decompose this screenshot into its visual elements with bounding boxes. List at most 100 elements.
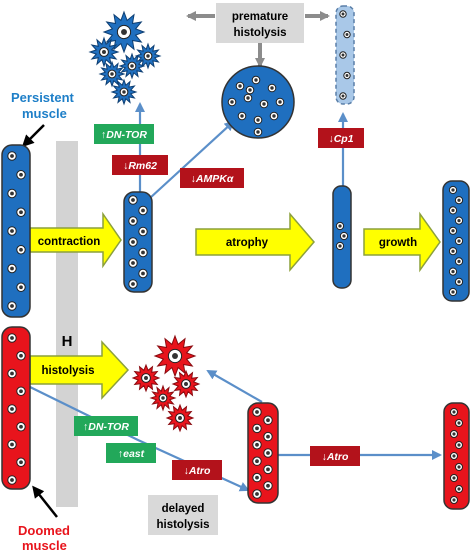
nucleus-core <box>10 154 14 158</box>
nucleus-core <box>256 130 260 134</box>
nucleus-core <box>345 74 349 77</box>
nucleus-core <box>451 229 455 233</box>
nucleus-core <box>255 492 259 496</box>
blue-histolysed-fragments <box>88 10 162 106</box>
nucleus-core <box>10 478 14 482</box>
nucleus-core <box>141 229 145 234</box>
nucleus-core <box>341 12 345 16</box>
growth-label: growth <box>379 237 417 249</box>
nucleus-core <box>342 234 346 238</box>
nucleus-core <box>255 442 259 447</box>
nucleus-core <box>255 410 259 414</box>
doomed-muscle-line-1: Doomed <box>18 523 70 538</box>
nucleus-core <box>19 424 23 429</box>
nucleus-core <box>457 218 461 223</box>
red-fiber-right-nuclei <box>450 408 463 504</box>
pale-fiber-nuclei <box>339 10 351 100</box>
doomed-muscle-line-2: muscle <box>22 538 67 552</box>
delayed-line-1: delayed <box>162 503 205 515</box>
premature-line-2: histolysis <box>233 27 286 39</box>
nucleus-core <box>457 443 461 447</box>
nucleus-core <box>10 191 14 196</box>
pointer-persistent <box>21 124 45 148</box>
nucleus-core <box>341 94 345 98</box>
contracted-fiber-nuclei <box>128 195 148 289</box>
badge-atro-2: ↓Atro <box>322 451 349 463</box>
nucleus-core <box>256 118 260 122</box>
nucleus-core <box>266 418 270 423</box>
delayed-histolysis-box: delayed histolysis <box>148 495 218 535</box>
premature-histolysis-bg <box>216 3 304 43</box>
nucleus-core <box>131 219 135 223</box>
nucleus-core <box>457 487 461 491</box>
arrow-red-fiber-to-stars <box>206 370 263 403</box>
nucleus-core <box>254 78 258 82</box>
nucleus-core <box>141 208 145 213</box>
nucleus-core <box>451 188 455 192</box>
nucleus-core <box>144 376 148 380</box>
nucleus-core <box>131 198 135 202</box>
nucleus-core <box>278 100 282 104</box>
badge-dn-tor-bottom: ↑DN-TOR <box>83 421 129 433</box>
nucleus-core <box>238 84 242 88</box>
nucleus-core <box>338 244 342 248</box>
nucleus-core <box>131 261 135 265</box>
badge-dn-tor-bottom-bg <box>74 416 138 436</box>
persistent-muscle-line-2: muscle <box>22 106 67 121</box>
nucleus-core <box>452 476 456 480</box>
badge-rm62: ↓Rm62 <box>123 160 157 172</box>
big-arrows: contraction atrophy growth histolysis <box>29 211 441 400</box>
contraction-label: contraction <box>38 236 101 248</box>
nucleus-core <box>19 247 23 252</box>
nucleus-core <box>10 266 14 271</box>
badge-cp1-bg <box>318 128 364 148</box>
badge-atro-1: ↓Atro <box>184 465 211 477</box>
nucleus-core <box>102 50 106 54</box>
badge-atro-2-bg <box>310 446 360 466</box>
red-histolysed-fragments <box>131 334 201 433</box>
badge-ampk-bg <box>180 168 244 188</box>
badge-cp1: ↓Cp1 <box>328 133 353 145</box>
nucleus-core <box>451 208 455 213</box>
round-fiber-nuclei <box>227 75 285 137</box>
nucleus-core <box>452 410 456 414</box>
nucleus-core <box>19 460 23 465</box>
doomed-fiber-nuclei <box>7 333 26 485</box>
nucleus-core <box>10 442 14 447</box>
nucleus-core <box>266 483 270 488</box>
badge-east-bg <box>106 443 156 463</box>
nucleus-core <box>19 172 23 177</box>
contracted-fiber <box>123 191 153 293</box>
nucleus-core <box>110 72 114 76</box>
persistent-muscle-line-1: Persistent <box>11 90 75 105</box>
nucleus-core <box>10 304 14 308</box>
nucleus-core <box>255 426 259 431</box>
nucleus-core <box>178 416 182 420</box>
grown-fiber-nuclei <box>448 185 464 297</box>
nucleus-core <box>230 100 234 104</box>
nucleus-core <box>131 282 135 286</box>
he-letter-h: H <box>62 333 73 350</box>
nucleus-core <box>457 465 461 469</box>
red-fiber-middle <box>247 402 279 504</box>
atrophy-label: atrophy <box>226 237 269 249</box>
nucleus-core <box>270 86 274 90</box>
nucleus-core <box>19 285 23 290</box>
nucleus-core <box>10 229 14 233</box>
fibers <box>1 5 470 510</box>
growth-arrow: growth <box>363 211 441 273</box>
badge-rm62-bg <box>112 155 168 175</box>
nucleus-core <box>248 88 252 92</box>
pointer-doomed <box>32 485 58 518</box>
nucleus-core <box>122 90 126 94</box>
premature-histolysis-box: premature histolysis <box>216 3 304 43</box>
nucleus-core <box>10 407 14 411</box>
badge-dn-tor-top-bg <box>94 124 154 144</box>
nucleus-core <box>452 454 456 458</box>
nucleus-core <box>10 371 14 376</box>
badge-dn-tor-top: ↑DN-TOR <box>101 129 147 141</box>
nucleus-core <box>172 353 178 359</box>
red-fiber-middle-nuclei <box>252 407 273 499</box>
arrow-ampk-to-round <box>149 120 235 199</box>
